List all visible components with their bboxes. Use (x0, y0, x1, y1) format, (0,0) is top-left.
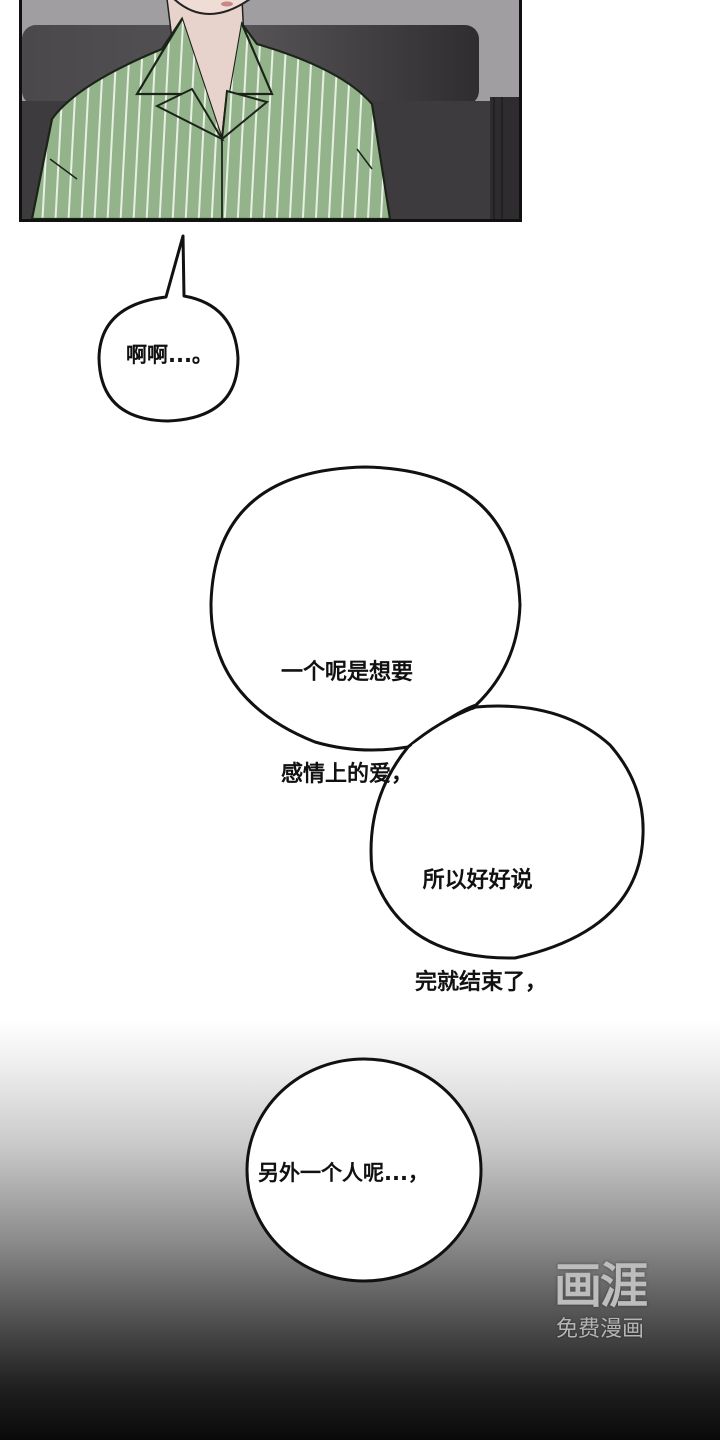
bubble-2-line-1: 一个呢是想要 (281, 660, 414, 685)
watermark-subtitle: 免费漫画 (555, 1317, 644, 1342)
watermark-logo: 画涯 (553, 1258, 648, 1314)
bubble-3-text: 所以好好说 完就结束了， (415, 796, 547, 1034)
bottom-dark-gradient (0, 1020, 720, 1440)
bubble-2-line-2: 感情上的爱， (281, 762, 414, 787)
bubble-1-text: 啊啊...。 (126, 343, 213, 367)
speech-bubble-1 (97, 234, 240, 423)
bubble-4-text: 另外一个人呢...， (258, 1161, 429, 1185)
comic-panel-top (19, 0, 522, 222)
bubble-2-text: 一个呢是想要 感情上的爱， (281, 588, 413, 826)
watermark: 画涯 免费漫画 (538, 1256, 662, 1344)
character-illustration (22, 0, 519, 219)
bubble-3-line-2: 完就结束了， (415, 970, 548, 995)
bubble-3-line-1: 所以好好说 (415, 868, 533, 893)
